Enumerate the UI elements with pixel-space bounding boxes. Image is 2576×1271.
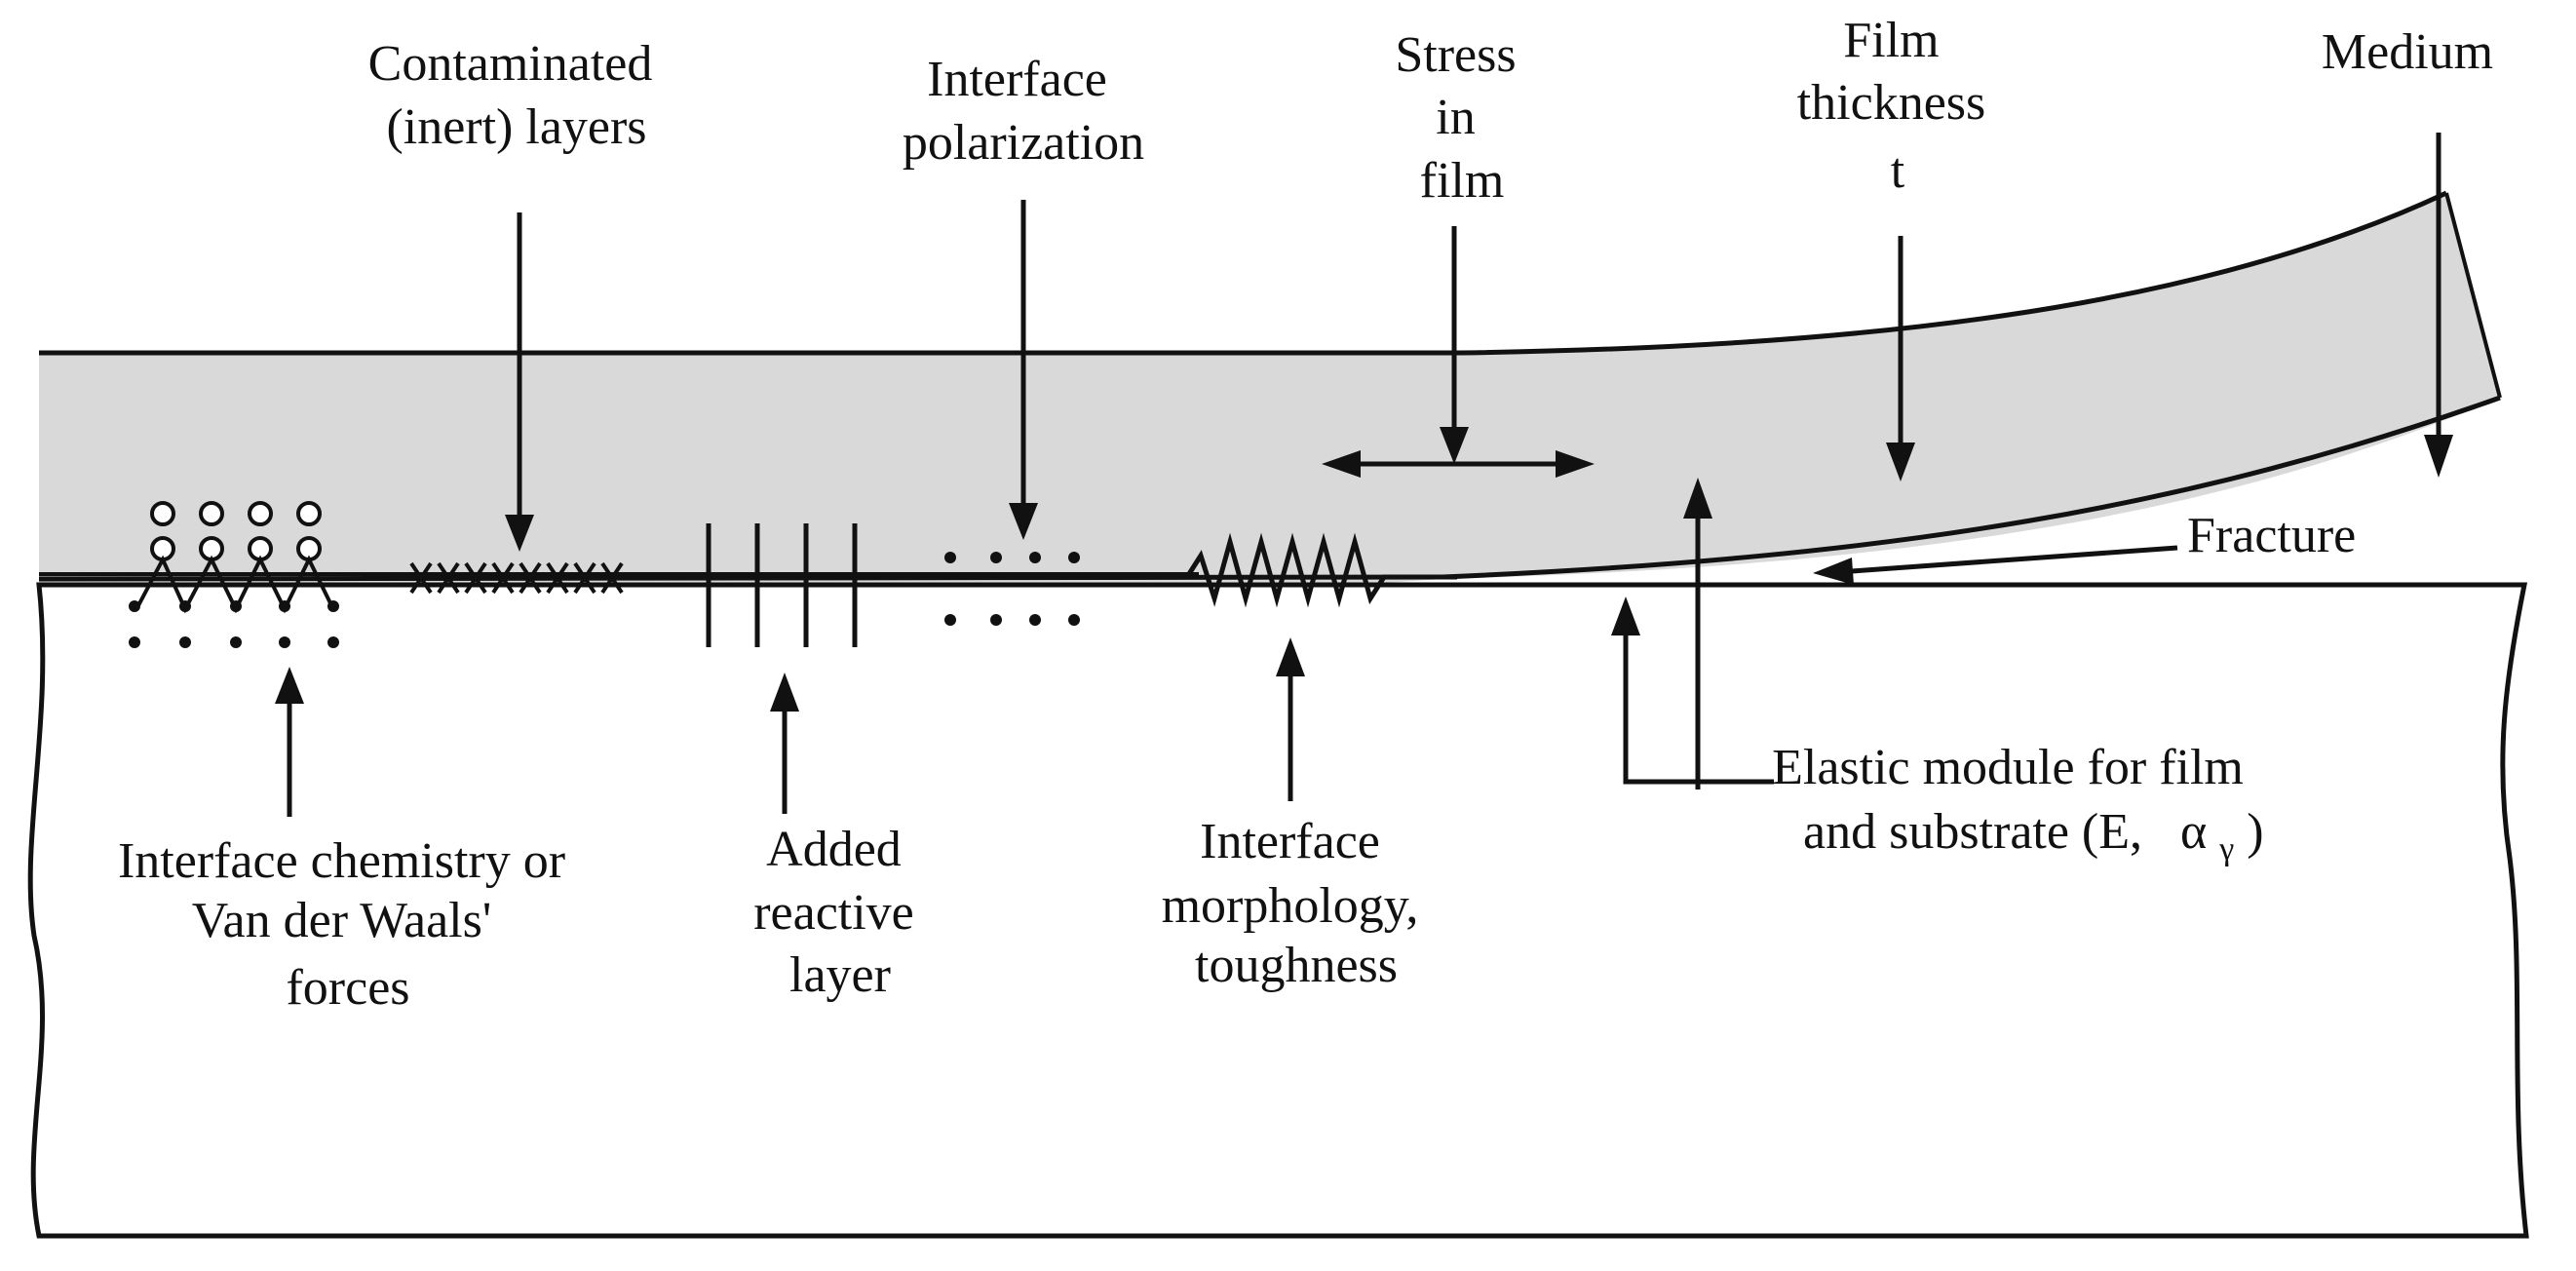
label-line: film	[1420, 153, 1505, 209]
label-elastic: Elastic module for film	[1772, 740, 2244, 795]
arrow-thickness	[1886, 236, 1915, 481]
label-reactive: Added reactive layer	[753, 822, 927, 1003]
label-thickness: Film thickness t	[1797, 13, 1999, 199]
arrow-polarization	[1009, 200, 1038, 540]
label-text: and substrate (E,	[1803, 804, 2142, 860]
arrow-reactive	[770, 673, 799, 814]
label-fracture: Fracture	[2187, 508, 2356, 563]
gamma-subscript: γ	[2218, 831, 2234, 867]
morphology-zigzag	[1184, 532, 1457, 608]
label-contaminated: Contaminated (inert) layers	[368, 36, 666, 155]
label-line: t	[1891, 143, 1905, 199]
label-line: in	[1436, 90, 1475, 145]
substrate-dot	[279, 636, 290, 648]
label-morphology: Interface morphology, toughness	[1162, 814, 1432, 993]
label-medium: Medium	[2322, 24, 2493, 80]
substrate-dot	[129, 636, 140, 648]
label-line: layer	[789, 947, 891, 1003]
substrate-dot	[179, 636, 191, 648]
film-top-edge	[39, 190, 2448, 356]
label-line: Contaminated	[368, 36, 653, 92]
arrow-chemistry	[275, 667, 304, 817]
label-line: Interface	[1200, 814, 1380, 869]
label-line: Van der Waals'	[192, 893, 491, 948]
film-right-edge	[2444, 192, 2502, 399]
molecule-ring	[199, 501, 224, 526]
arrow-elastic-bracket	[1611, 478, 1774, 790]
label-line: toughness	[1195, 938, 1398, 993]
substrate-dot	[179, 600, 191, 612]
substrate-dot	[327, 636, 339, 648]
arrow-contaminated	[505, 212, 534, 552]
label-polarization: Interface polarization	[903, 52, 1144, 171]
molecule-ring	[150, 501, 175, 526]
label-chemistry: Interface chemistry or Van der Waals' fo…	[118, 833, 578, 1016]
molecule-ring	[248, 501, 273, 526]
label-line: Added	[766, 822, 902, 877]
molecule-ring	[296, 501, 322, 526]
alpha-symbol: α	[2180, 804, 2207, 860]
film-bottom-edge	[38, 395, 2501, 582]
close-paren: )	[2247, 804, 2263, 860]
substrate-dot	[230, 636, 242, 648]
arrow-stress	[1322, 226, 1595, 478]
arrow-fracture	[1813, 545, 2178, 585]
arrow-morphology	[1276, 637, 1305, 801]
substrate-dot	[129, 600, 140, 612]
substrate-dot	[230, 600, 242, 612]
label-line: polarization	[903, 115, 1144, 171]
van-der-waals-symbols	[129, 501, 339, 648]
label-line: Stress	[1395, 27, 1516, 83]
film-layer	[39, 193, 2500, 583]
label-line: reactive	[753, 885, 914, 941]
arrow-medium	[2424, 133, 2453, 478]
substrate-dot	[279, 600, 290, 612]
label-stress: Stress in film	[1395, 27, 1528, 209]
substrate-dot	[327, 600, 339, 612]
reactive-layer-lines	[706, 523, 858, 647]
label-line: Interface chemistry or	[118, 833, 565, 889]
label-line: forces	[286, 960, 409, 1016]
substrate	[27, 582, 2529, 1239]
label-line: morphology,	[1162, 878, 1419, 934]
label-line: Film	[1843, 13, 1939, 68]
label-line: thickness	[1797, 75, 1986, 131]
label-line: Interface	[927, 52, 1107, 107]
label-elastic-line2: and substrate (E, α γ )	[1803, 804, 2264, 871]
contaminated-crosses	[409, 561, 624, 595]
label-line: Elastic module for film	[1772, 740, 2244, 795]
polarization-dots	[944, 552, 1080, 626]
label-line: (inert) layers	[386, 99, 646, 155]
